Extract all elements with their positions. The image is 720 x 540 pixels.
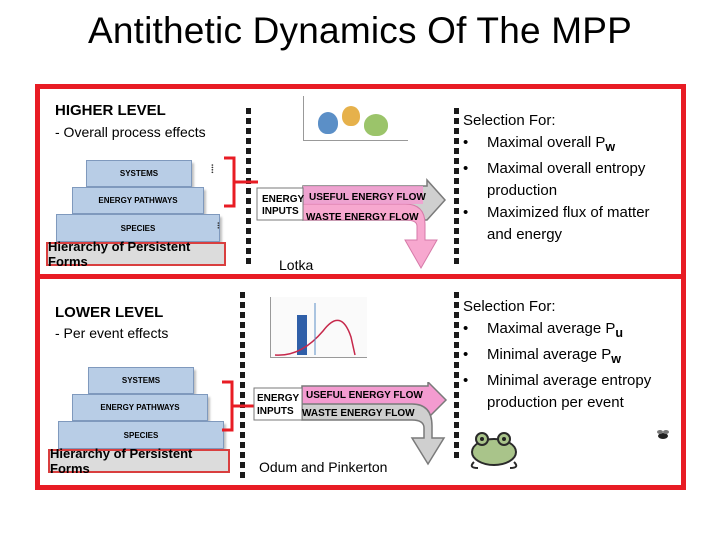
higher-level-heading: HIGHER LEVEL (55, 102, 166, 119)
hierarchy-label: Hierarchy of Persistent Forms (46, 239, 226, 269)
lower-level-heading: LOWER LEVEL (55, 304, 164, 321)
fly-icon (657, 430, 669, 439)
separator-right-top (454, 108, 459, 268)
higher-bullet-2: • Maximal overall entropy production (463, 160, 646, 199)
separator-left-bottom (240, 292, 245, 482)
drop-orange-icon (342, 106, 360, 126)
lower-mini-chart (270, 297, 367, 358)
higher-energy-inputs: ENERGY INPUTS (262, 194, 305, 217)
separator-left-top (246, 108, 251, 268)
separator-right-bottom (454, 292, 459, 462)
scale-label-top: •••• (208, 164, 214, 174)
outer-frame (35, 84, 686, 490)
level-divider (35, 274, 686, 279)
lower-useful-flow-label: USEFUL ENERGY FLOW (306, 390, 423, 401)
higher-selection-heading: Selection For: (463, 112, 556, 129)
lower-bracket (222, 380, 256, 432)
higher-energy-flow (256, 178, 447, 270)
lower-caption: Odum and Pinkerton (259, 459, 388, 475)
pyramid-species-lower: SPECIES (58, 421, 224, 449)
pyramid-systems: SYSTEMS (86, 160, 192, 187)
higher-mini-chart (303, 96, 408, 141)
higher-bullet-3: • Maximized flux of matter and energy (463, 204, 650, 243)
lower-level-subheading: - Per event effects (55, 325, 169, 341)
pyramid-energy-pathways-lower: ENERGY PATHWAYS (72, 394, 208, 421)
lower-energy-inputs: ENERGY INPUTS (257, 393, 300, 417)
higher-caption: Lotka (279, 257, 314, 273)
lower-selection-heading: Selection For: (463, 298, 556, 315)
lower-bullet-1: • Maximal average Pu (463, 320, 624, 340)
pyramid-energy-pathways: ENERGY PATHWAYS (72, 187, 204, 214)
higher-selection: Selection For: • Maximal overall Pw • Ma… (463, 110, 675, 246)
higher-bracket (224, 156, 258, 208)
drop-green-icon (364, 114, 388, 136)
page-title: Antithetic Dynamics Of The MPP (87, 10, 633, 51)
pyramid-systems-lower: SYSTEMS (88, 367, 194, 394)
higher-useful-flow-label: USEFUL ENERGY FLOW (309, 192, 426, 203)
hierarchy-label-lower: Hierarchy of Persistent Forms (48, 446, 230, 476)
lower-bullet-2: • Minimal average Pw (463, 346, 621, 366)
frog-icon (470, 432, 518, 469)
scale-label-bottom: ••• (214, 222, 220, 230)
higher-level-subheading: - Overall process effects (55, 124, 206, 140)
higher-waste-flow-label: WASTE ENERGY FLOW (306, 212, 419, 223)
higher-bullet-1: • Maximal overall Pw (463, 134, 616, 154)
pyramid-species: SPECIES (56, 214, 220, 242)
lower-selection: Selection For: • Maximal average Pu • Mi… (463, 296, 675, 414)
drop-blue-icon (318, 112, 338, 134)
lower-energy-flow (253, 382, 448, 466)
mini-chart-bar (297, 315, 307, 355)
lower-waste-flow-label: WASTE ENERGY FLOW (302, 408, 415, 419)
lower-bullet-3: • Minimal average entropy production per… (463, 372, 652, 411)
